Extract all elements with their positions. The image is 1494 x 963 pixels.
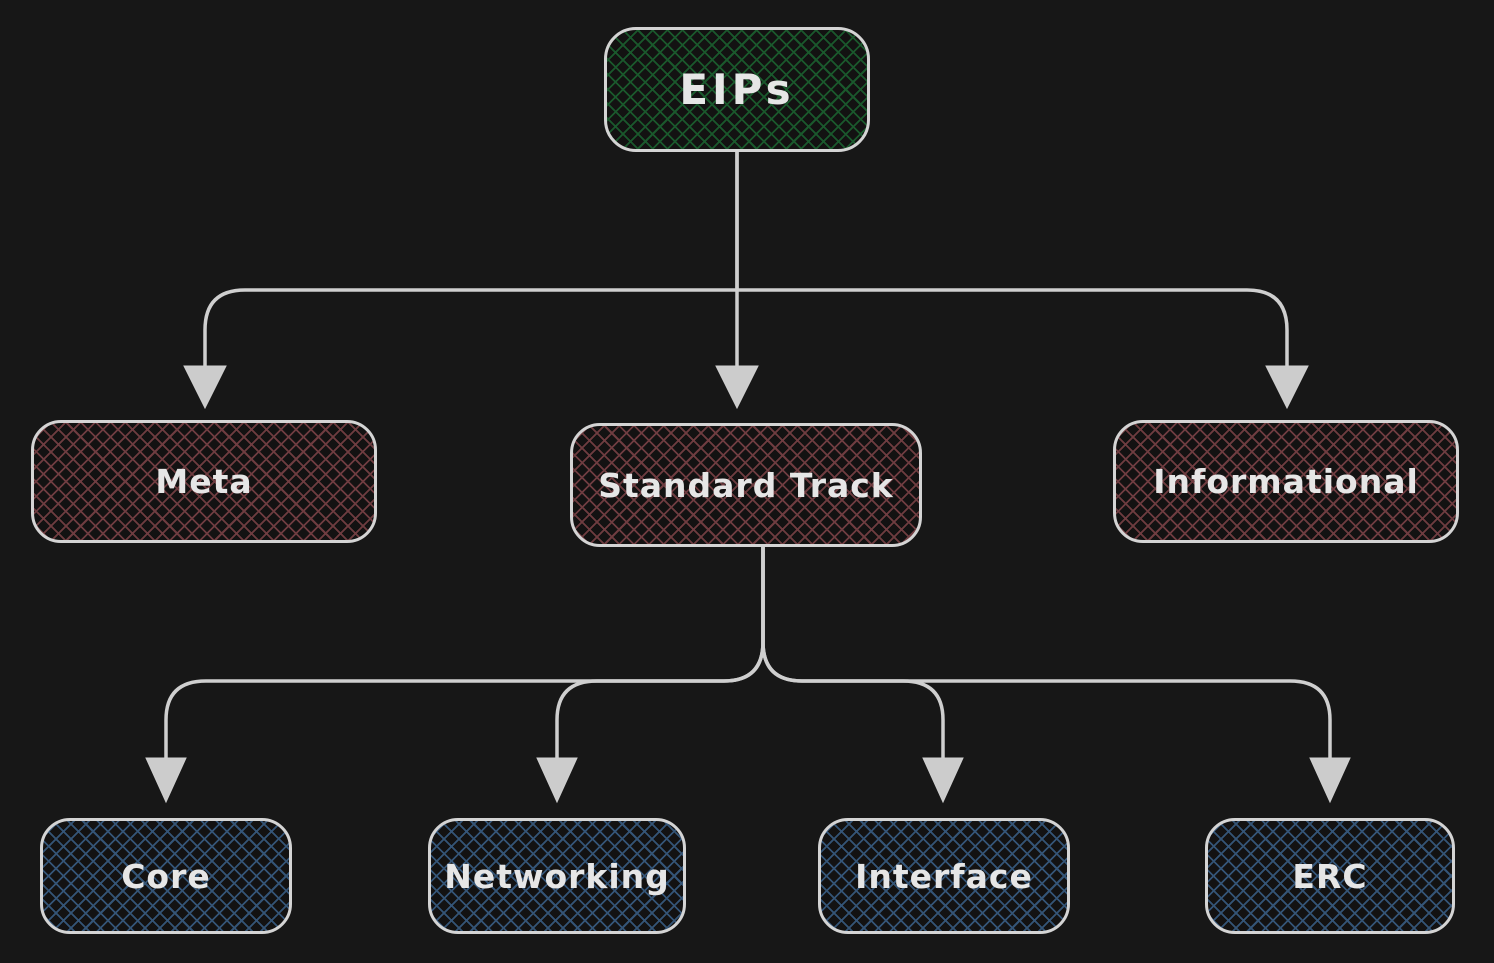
node-informational: Informational — [1113, 420, 1459, 543]
arrowhead-meta — [183, 365, 227, 410]
node-erc: ERC — [1205, 818, 1455, 934]
node-eips-label: EIPs — [679, 65, 795, 114]
edge-eips-meta — [203, 150, 739, 368]
arrowhead-informational — [1265, 365, 1309, 410]
node-networking: Networking — [428, 818, 686, 934]
node-interface-label: Interface — [855, 856, 1033, 896]
node-erc-label: ERC — [1292, 856, 1368, 896]
node-informational-label: Informational — [1153, 462, 1419, 501]
edge-eips-informational — [735, 288, 1289, 368]
arrowhead-standard-track — [715, 365, 759, 410]
arrowhead-erc — [1309, 757, 1351, 804]
edge-standard-track-core — [164, 545, 765, 760]
edge-standard-track-erc — [761, 545, 1332, 760]
node-eips: EIPs — [604, 27, 870, 152]
node-interface: Interface — [818, 818, 1070, 934]
arrowhead-networking — [536, 757, 578, 804]
node-core-label: Core — [121, 856, 211, 896]
node-meta: Meta — [31, 420, 377, 543]
node-standard-track: Standard Track — [570, 423, 922, 547]
node-meta-label: Meta — [155, 462, 253, 501]
edge-standard-track-interface — [761, 545, 945, 760]
edge-standard-track-networking — [555, 545, 765, 760]
arrowhead-core — [145, 757, 187, 804]
node-standard-track-label: Standard Track — [598, 465, 894, 505]
node-core: Core — [40, 818, 292, 934]
arrowhead-interface — [922, 757, 964, 804]
node-networking-label: Networking — [444, 856, 670, 896]
